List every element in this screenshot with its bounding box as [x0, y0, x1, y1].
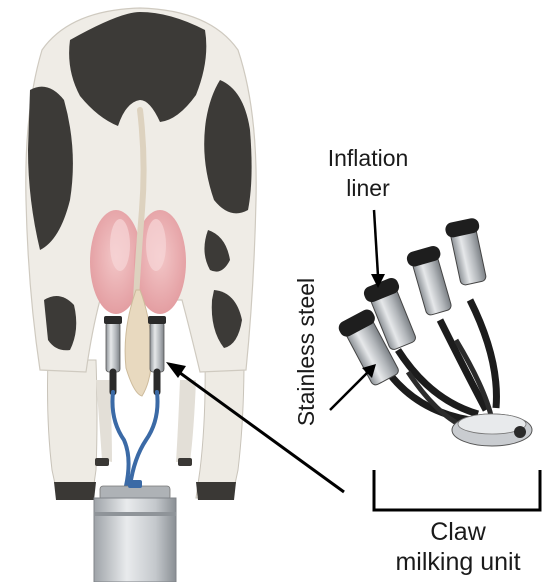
label-claw-line2: milking unit: [395, 548, 520, 576]
milk-can-handle: [128, 480, 142, 488]
milk-can-band: [94, 512, 176, 516]
label-inflation-liner-line2: liner: [346, 175, 390, 201]
milk-can-body: [94, 498, 176, 582]
cow-right-leg: [196, 360, 244, 498]
label-claw-line1: Claw: [430, 518, 487, 546]
cow-dewclaw-right: [178, 458, 192, 466]
udder-highlight-left: [110, 219, 130, 271]
arrow-inflation-liner: [374, 210, 378, 276]
cow-rear-view-icon: [26, 8, 256, 500]
udder-highlight-right: [146, 219, 166, 271]
cow-left-leg: [48, 360, 98, 498]
cow-hoof-right: [196, 482, 236, 500]
teat-cup-left: [106, 322, 120, 372]
teat-cup-top-right: [148, 316, 166, 324]
claw-bracket: [374, 470, 540, 510]
milk-hose: [112, 392, 157, 486]
teat-cup-top-left: [104, 316, 122, 324]
claw-milking-unit-icon: [336, 217, 532, 446]
arrow-stainless-steel: [330, 372, 368, 410]
cow-hoof-left: [54, 482, 96, 500]
claw-teat-cup-3: [405, 244, 456, 317]
milk-can-icon: [94, 480, 176, 582]
claw-teat-cup-4: [444, 217, 491, 287]
cow-inner-leg-right: [176, 380, 196, 462]
cow-dewclaw-left: [95, 458, 109, 466]
claw-outlet: [514, 426, 526, 438]
label-stainless-steel: Stainless steel: [293, 278, 319, 426]
teat-cup-right: [150, 322, 164, 372]
label-inflation-liner-line1: Inflation: [328, 145, 409, 171]
